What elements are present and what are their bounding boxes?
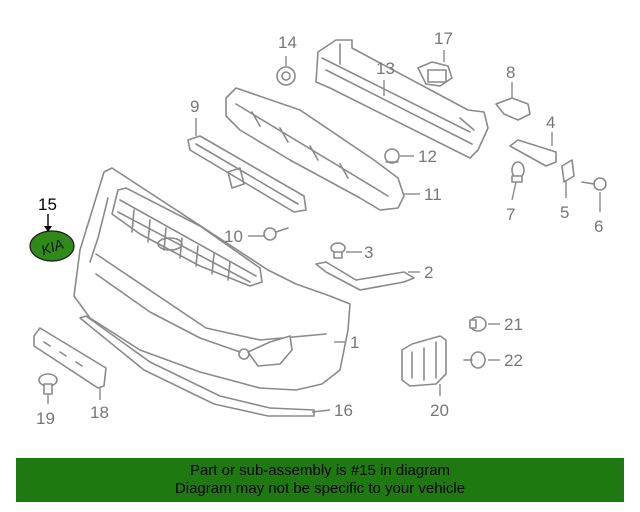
callout-6: 6 (594, 217, 603, 236)
callout-19: 19 (36, 409, 55, 428)
part-19-fastener[interactable] (38, 373, 58, 395)
callout-4: 4 (546, 113, 555, 132)
part-10-screw[interactable] (263, 227, 289, 241)
callout-5: 5 (560, 203, 569, 222)
callout-15: 15 (38, 195, 57, 214)
part-21-push-pin[interactable] (469, 316, 487, 332)
part-5-plate[interactable] (561, 159, 575, 183)
footer-line-2: Diagram may not be specific to your vehi… (174, 480, 466, 497)
part-3-clip[interactable] (330, 242, 346, 259)
leader-lines (44, 50, 601, 413)
part-6-screw[interactable] (581, 177, 607, 191)
callout-21: 21 (504, 315, 523, 334)
callout-7: 7 (506, 205, 515, 224)
callout-8: 8 (506, 63, 515, 82)
part-7-bolt[interactable] (511, 161, 525, 183)
callout-20: 20 (430, 401, 449, 420)
part-12-clip[interactable] (384, 148, 400, 164)
part-2-trim[interactable] (315, 261, 415, 291)
part-4-bracket[interactable] (509, 139, 557, 167)
part-20-side-bracket[interactable] (401, 335, 447, 387)
footer-banner: Part or sub-assembly is #15 in diagram D… (16, 458, 624, 502)
part-22-screw[interactable] (463, 351, 486, 369)
parts-diagram: KIA 14 17 13 8 9 12 4 11 7 (29, 29, 607, 428)
callout-labels: 14 17 13 8 9 12 4 11 7 5 6 10 3 2 1 16 1… (36, 29, 603, 428)
callout-10: 10 (224, 227, 243, 246)
emblem-text: KIA (39, 236, 66, 259)
callout-18: 18 (90, 403, 109, 422)
callout-11: 11 (424, 185, 442, 204)
callout-17: 17 (434, 29, 453, 48)
part-8-bracket[interactable] (495, 97, 531, 121)
grille[interactable] (111, 187, 263, 287)
callout-1: 1 (350, 333, 359, 352)
part-16-lower-spoiler[interactable] (79, 315, 315, 417)
callout-2: 2 (424, 263, 433, 282)
part-15-kia-emblem[interactable]: KIA (29, 230, 75, 262)
part-17-bracket[interactable] (417, 61, 453, 87)
part-11-energy-absorber[interactable] (225, 87, 405, 211)
callout-3: 3 (364, 243, 373, 262)
part-14-clip[interactable] (276, 66, 296, 86)
callout-12: 12 (418, 147, 437, 166)
part-9-upper-bracket[interactable] (187, 135, 307, 213)
callout-13: 13 (376, 59, 395, 78)
callout-9: 9 (190, 97, 199, 116)
callout-22: 22 (504, 351, 523, 370)
callout-16: 16 (334, 401, 353, 420)
part-18-plate-bracket[interactable] (33, 327, 107, 389)
callout-14: 14 (278, 33, 297, 52)
footer-line-1: Part or sub-assembly is #15 in diagram (189, 462, 451, 479)
part-13-reinforcement-beam[interactable] (315, 39, 489, 159)
